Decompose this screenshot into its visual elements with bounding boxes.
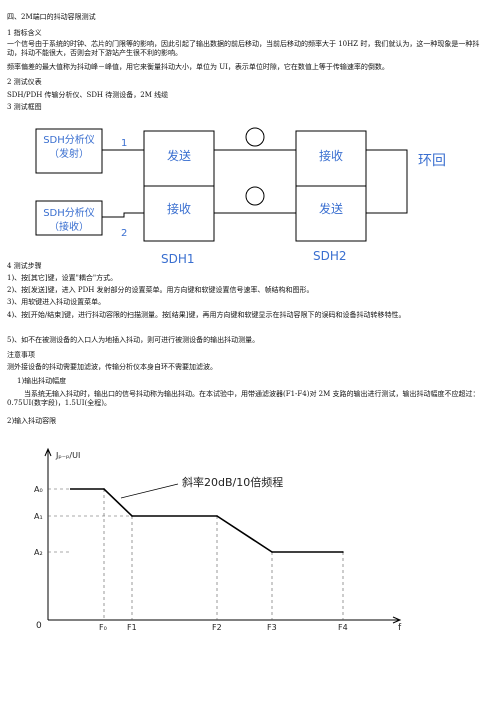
x-axis-arrow-icon [392, 616, 402, 624]
step-3: 3)、用软键进入抖动设置菜单。 [7, 298, 106, 306]
step-5: 5)、如不在被测设备的入口人为地插入抖动，则可进行被测设备的输出抖动测量。 [7, 336, 260, 344]
sdh2-recv-label: 接收 [319, 148, 343, 163]
fiber-loop-top-icon [245, 127, 265, 147]
series-point [271, 551, 273, 553]
tx-analyzer-line1: SDH分析仪 [43, 133, 95, 146]
origin-label: 0 [36, 621, 42, 631]
section1-heading: 1 指标含义 [7, 29, 42, 37]
notes-heading: 注意事项 [7, 351, 35, 359]
y-axis-arrow-icon [44, 447, 52, 457]
sdh2-label: SDH2 [313, 249, 347, 263]
x-tick-label: F1 [127, 623, 137, 632]
series-point [216, 515, 218, 517]
section1-paragraph2: 频率偏差的最大值称为抖动峰－峰值，用它来衡量抖动大小，单位为 UI，表示单位时隙… [7, 63, 389, 71]
section2-heading: 2 测试仪表 [7, 78, 42, 86]
x-axis-label: f [398, 623, 402, 633]
series-point [131, 515, 133, 517]
rx-analyzer-box [35, 200, 103, 236]
sdh1-label: SDH1 [161, 252, 195, 266]
rx-analyzer-line1: SDH分析仪 [43, 206, 95, 219]
x-tick-label: F2 [212, 623, 222, 632]
y-axis-label: Jₚ₋ₚ/UI [55, 451, 80, 460]
fiber-loop-bottom-icon [245, 186, 265, 206]
rx-analyzer-line2: （接收） [49, 220, 89, 233]
link-2-label: 2 [121, 228, 127, 239]
step-1: 1)、按[其它]键，设置"耦合"方式。 [7, 274, 118, 282]
subsection2-heading: 2)输入抖动容限 [7, 417, 57, 425]
tx-analyzer-line2: （发射） [49, 147, 89, 160]
slope-annotation: 斜率20dB/10倍频程 [182, 475, 283, 489]
subsection1-heading: 1)输出抖动幅度 [17, 377, 67, 385]
y-tick-label: A₀ [34, 485, 43, 494]
link-2 [102, 212, 144, 218]
subsection1-body: 当系统无输入抖动时，输出口的信号抖动称为输出抖动。在本试验中，用带通滤波器(F1… [7, 390, 480, 407]
series-point [342, 551, 344, 553]
sdh2-send-label: 发送 [319, 201, 343, 216]
section2-body: SDH/PDH 传输分析仪、SDH 待测设备，2M 线缆 [7, 91, 169, 99]
step-2: 2)、按[发送]键，进入 PDH 发射部分的设置菜单。用方向键和软键设置信号速率… [7, 286, 314, 294]
notes-body: 测外接设备的抖动需要加滤波，传输分析仪本身自环不需要加滤波。 [7, 363, 217, 371]
x-tick-label: F₀ [99, 623, 107, 632]
y-tick-label: A₁ [34, 512, 43, 521]
loopback-label: 环回 [418, 153, 446, 169]
section4-heading: 4 测试步骤 [7, 262, 42, 270]
series-line [70, 488, 343, 553]
doc-title: 四、2M端口的抖动容限测试 [7, 13, 96, 21]
y-tick-label: A₂ [34, 548, 43, 557]
tx-analyzer-box [35, 128, 103, 174]
section1-paragraph1: 一个信号由于系统的时钟、芯片的门限等的影响，因此引起了输出数据的前后移动，当前后… [7, 40, 480, 57]
series-point [103, 488, 105, 490]
x-tick-label: F3 [267, 623, 277, 632]
sdh1-recv-label: 接收 [167, 201, 191, 216]
section3-heading: 3 测试框图 [7, 103, 42, 111]
sdh1-send-label: 发送 [167, 148, 191, 163]
link-1-label: 1 [121, 138, 127, 149]
x-tick-label: F4 [338, 623, 348, 632]
step-4: 4)、按[开始/结束]键，进行抖动容限的扫描测量。按[结果]键，再用方向键和软键… [7, 311, 406, 319]
loopback-line [366, 149, 408, 214]
annotation-leader [120, 483, 179, 499]
